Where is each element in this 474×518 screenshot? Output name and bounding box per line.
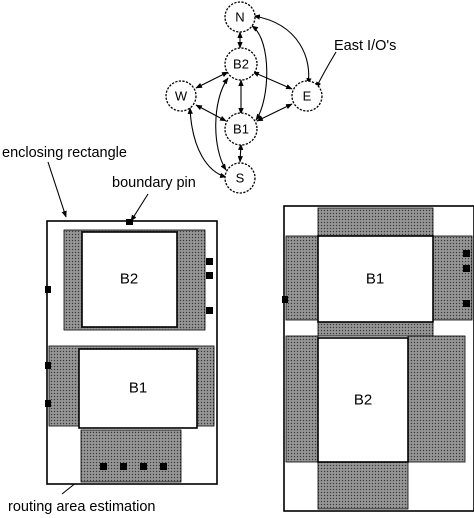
- edge-w-s-curve: [187, 107, 227, 178]
- routing-area-right-bottom: [407, 335, 466, 463]
- node-s: S: [224, 162, 256, 194]
- boundary-pin: [140, 463, 147, 470]
- boundary-pin: [45, 400, 51, 407]
- node-w: W: [165, 80, 197, 112]
- routing-area-left-bottom: [285, 335, 319, 463]
- node-e: E: [291, 80, 323, 112]
- node-b1: B1: [224, 112, 258, 146]
- boundary-pin: [282, 296, 288, 303]
- svg-text:B1: B1: [233, 122, 249, 137]
- boundary-pins-left: [45, 219, 213, 470]
- node-n: N: [224, 1, 256, 33]
- east-io-pointer: [315, 51, 337, 89]
- routing-area-bottom: [317, 461, 409, 510]
- connectivity-graph: N B2 W E B1 S East I/O's: [165, 1, 396, 194]
- boundary-pin: [463, 265, 470, 272]
- enclosing-rectangle-pointer: [47, 161, 67, 218]
- boundary-pin: [160, 463, 167, 470]
- block-b2-right: [317, 337, 409, 463]
- routing-area-estimation-label: routing area estimation: [8, 499, 156, 515]
- block-b2-right-label: B2: [354, 392, 372, 409]
- boundary-pin: [206, 258, 213, 265]
- boundary-pin-label: boundary pin: [112, 175, 196, 191]
- routing-area-left-top: [285, 235, 319, 321]
- edge-e-b1: [256, 103, 293, 122]
- svg-text:B2: B2: [233, 57, 249, 72]
- boundary-pin: [206, 272, 213, 279]
- boundary-pin: [45, 286, 51, 293]
- node-b2: B2: [224, 47, 258, 81]
- boundary-pin: [463, 300, 470, 307]
- edge-w-b1: [195, 104, 227, 122]
- block-b2-left-label: B2: [120, 271, 138, 288]
- routing-area-bottom: [80, 429, 182, 483]
- svg-text:N: N: [235, 10, 244, 25]
- edge-n-e-curve: [253, 14, 312, 85]
- east-io-label: East I/O's: [334, 38, 396, 54]
- enclosing-rectangle-label: enclosing rectangle: [2, 145, 127, 161]
- edge-b2-e: [252, 71, 293, 90]
- boundary-pins-right: [282, 250, 470, 307]
- block-b1-left: [78, 348, 198, 429]
- block-b2-left: [81, 231, 178, 328]
- block-b1-left-label: B1: [129, 380, 147, 397]
- boundary-pin: [126, 219, 133, 225]
- routing-area-right-top: [432, 235, 473, 321]
- boundary-pin: [100, 463, 107, 470]
- boundary-pin-pointer: [130, 193, 149, 222]
- boundary-pin: [45, 362, 51, 369]
- edge-b1-s: [237, 143, 244, 163]
- routing-area-top: [317, 207, 434, 237]
- svg-text:W: W: [175, 89, 188, 104]
- routing-area-center: [317, 321, 434, 337]
- boundary-pin: [463, 250, 470, 257]
- edge-b2-w: [195, 71, 229, 89]
- right-floorplan: B1 B2: [282, 205, 474, 512]
- block-b1-right-label: B1: [366, 271, 384, 288]
- svg-text:E: E: [303, 89, 312, 104]
- boundary-pin: [120, 463, 127, 470]
- block-b1-right: [317, 235, 434, 323]
- left-floorplan: B2 B1: [45, 219, 218, 485]
- svg-text:S: S: [236, 171, 245, 186]
- boundary-pin: [206, 307, 213, 314]
